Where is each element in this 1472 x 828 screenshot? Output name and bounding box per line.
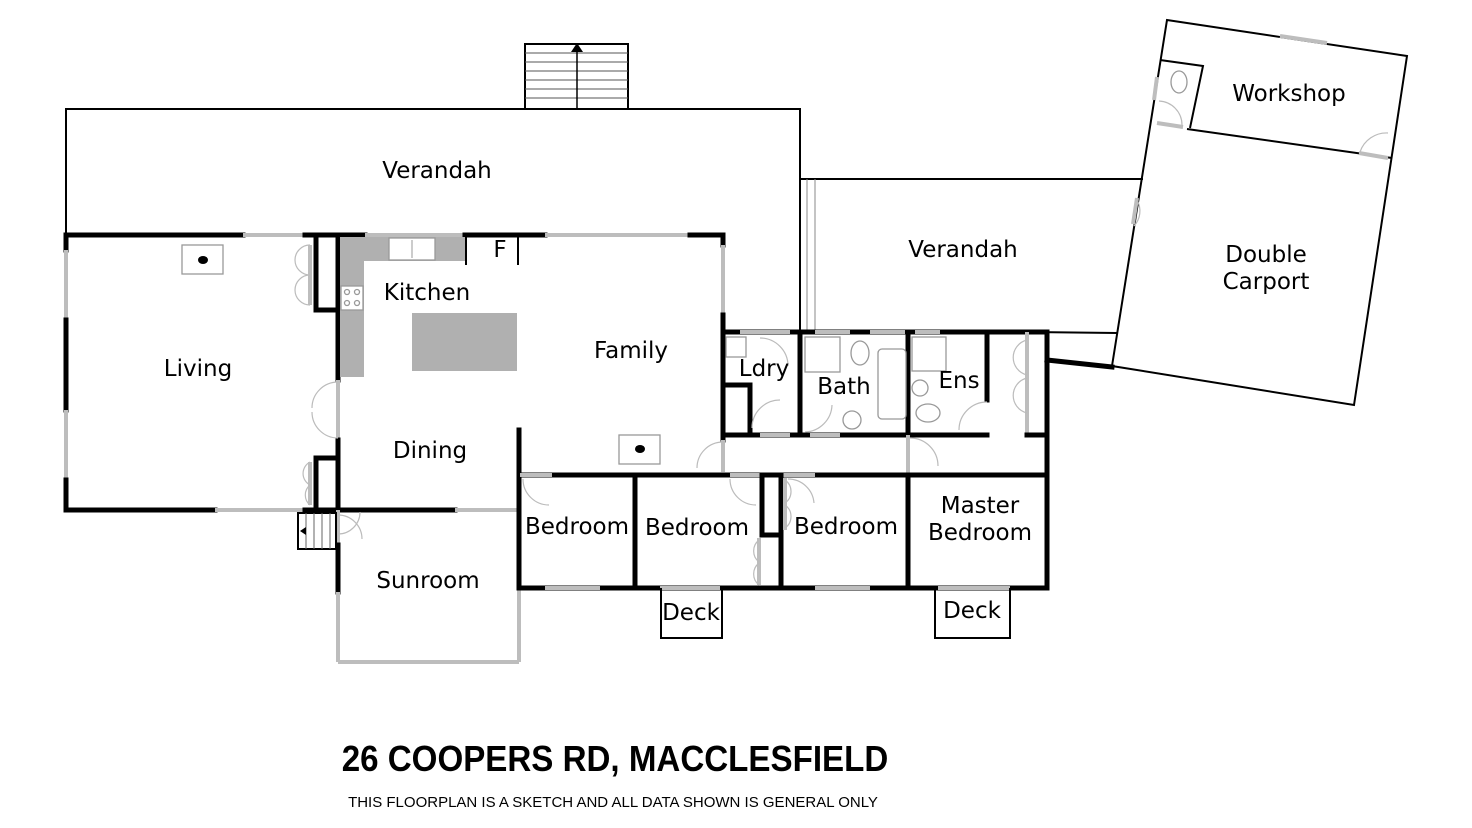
- room-label-carport-line1: Double: [1225, 242, 1307, 268]
- workshop-toilet: [1170, 70, 1188, 94]
- room-label-living: Living: [164, 356, 232, 382]
- deck-outlines: [660, 588, 1011, 639]
- laundry-tub: [725, 336, 747, 358]
- room-label-sunroom: Sunroom: [376, 568, 479, 594]
- property-address-title: 26 COOPERS RD, MACCLESFIELD: [341, 738, 889, 779]
- toilet: [850, 340, 870, 366]
- workshop-carport-outline: [1110, 18, 1409, 407]
- wet-area-walls: [720, 329, 1115, 591]
- wet-area-fixtures: [725, 336, 947, 430]
- room-label-deck-1: Deck: [662, 600, 721, 626]
- living-walls: [63, 232, 518, 513]
- side-stairs-arrow-icon: [300, 527, 306, 535]
- fridge-label: F: [493, 237, 506, 263]
- verandah-front-outline: [65, 108, 801, 330]
- shower: [804, 336, 841, 373]
- bathtub: [877, 348, 907, 420]
- kitchen-benches: [340, 237, 517, 377]
- room-label-kitchen: Kitchen: [384, 280, 470, 306]
- room-label-carport-line2: Carport: [1223, 269, 1310, 295]
- room-label-deck-2: Deck: [943, 598, 1002, 624]
- room-label-dining: Dining: [393, 438, 467, 464]
- stairs-arrow-icon: [571, 43, 583, 52]
- basin: [842, 410, 862, 430]
- front-stairs: [524, 43, 629, 110]
- cooktop: [340, 285, 364, 311]
- room-label-master-line1: Master: [941, 493, 1020, 519]
- room-label-bath: Bath: [817, 374, 870, 400]
- room-label-master-line2: Bedroom: [928, 520, 1032, 546]
- hall-door: [696, 441, 724, 469]
- kitchen-island: [412, 313, 517, 371]
- living-doors: [294, 244, 339, 506]
- room-label-bedroom-1: Bedroom: [525, 514, 629, 540]
- ensuite-toilet: [915, 403, 941, 423]
- room-label-workshop: Workshop: [1232, 81, 1345, 107]
- ensuite-shower: [911, 336, 947, 372]
- kitchen-family-walls: [335, 232, 726, 591]
- room-label-verandah-front: Verandah: [382, 158, 492, 184]
- room-label-laundry: Ldry: [739, 356, 789, 382]
- sunroom-walls: [335, 510, 521, 664]
- room-label-verandah-side: Verandah: [908, 237, 1018, 263]
- living-fireplace: [181, 244, 224, 275]
- room-label-family: Family: [594, 338, 668, 364]
- family-fireplace: [618, 434, 661, 465]
- bedroom-walls: [516, 435, 1050, 591]
- side-stairs: [297, 512, 337, 550]
- room-label-bedroom-2: Bedroom: [645, 515, 749, 541]
- room-label-ensuite: Ens: [938, 368, 979, 394]
- ensuite-basin: [911, 379, 929, 397]
- room-label-bedroom-3: Bedroom: [794, 514, 898, 540]
- disclaimer-text: THIS FLOORPLAN IS A SKETCH AND ALL DATA …: [348, 794, 878, 811]
